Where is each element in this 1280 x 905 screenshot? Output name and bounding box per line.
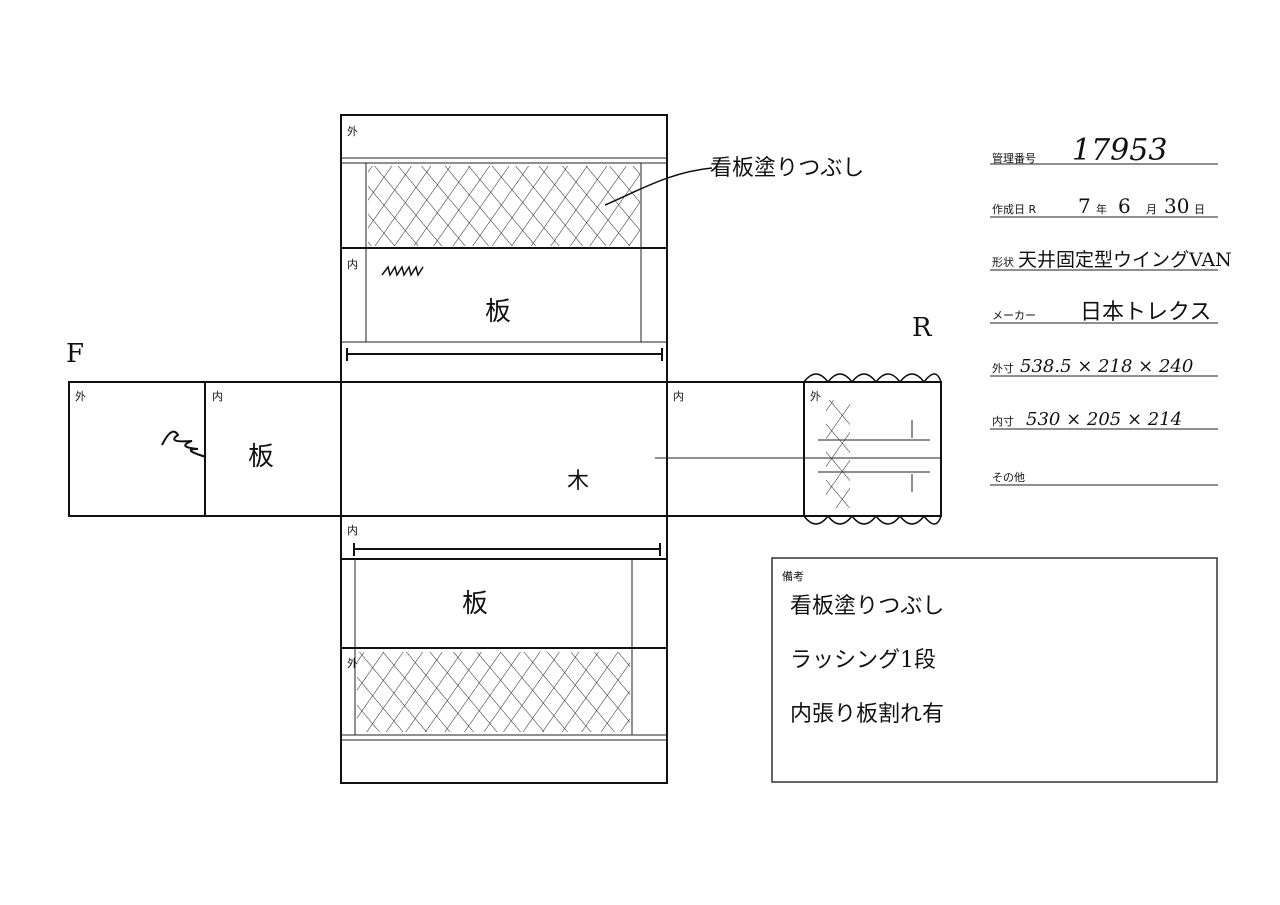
remarks-box: 備考 看板塗りつぶし ラッシング1段 内張り板割れ有: [771, 557, 1218, 783]
outer-dims-value: 538.5 × 218 × 240: [1020, 356, 1193, 377]
left-scribble: [161, 430, 207, 458]
date-day-unit: 日: [1194, 203, 1205, 216]
top-panel: 外 内 板: [340, 114, 668, 383]
bottom-panel: 内 板 外: [340, 515, 668, 784]
rear-door-top-wave: [803, 373, 942, 384]
remarks-line-3: 内張り板割れ有: [790, 702, 944, 727]
callout-text: 看板塗りつぶし: [710, 156, 864, 181]
top-inner-label: 内: [347, 257, 358, 271]
callout-leader: [604, 167, 713, 206]
remarks-line-2: ラッシング1段: [790, 648, 936, 673]
date-day: 30: [1164, 194, 1189, 218]
bottom-inner-label: 内: [347, 523, 358, 537]
date-label: 作成日 R: [992, 203, 1036, 216]
left-outer-label: 外: [75, 390, 86, 403]
bottom-inner-text: 板: [462, 589, 488, 619]
mgmt-value: 17953: [1072, 133, 1167, 168]
left-inner-label: 内: [212, 389, 223, 403]
shape-label: 形状: [992, 255, 1014, 269]
rear-mark: R: [912, 313, 933, 343]
front-mark: F: [66, 339, 84, 369]
left-inner-text: 板: [248, 442, 274, 472]
outer-dims-label: 外寸: [992, 361, 1014, 375]
top-outer-label: 外: [347, 125, 358, 138]
other-label: その他: [992, 471, 1025, 484]
top-inner-text: 板: [485, 297, 511, 327]
bottom-outer-label: 外: [347, 657, 358, 670]
mgmt-label: 管理番号: [992, 151, 1036, 165]
middle-row: 外 内 板 木 内 外: [68, 373, 942, 525]
remarks-label: 備考: [782, 570, 804, 583]
date-year: 7: [1078, 194, 1091, 218]
shape-value: 天井固定型ウイングVAN: [1018, 249, 1232, 271]
right-outer-label: 外: [810, 390, 821, 403]
remarks-line-1: 看板塗りつぶし: [790, 594, 944, 619]
scribble-mark: [381, 265, 424, 277]
center-text: 木: [567, 469, 589, 494]
date-month-unit: 月: [1146, 203, 1157, 216]
inner-dims-label: 内寸: [992, 414, 1014, 428]
date-year-unit: 年: [1096, 202, 1107, 216]
rear-door-bottom-wave: [803, 514, 942, 525]
maker-value: 日本トレクス: [1080, 300, 1211, 325]
right-inner-label: 内: [673, 389, 684, 403]
inner-dims-value: 530 × 205 × 214: [1026, 409, 1182, 430]
info-block: 管理番号 17953 作成日 R 7 年 6 月 30 日 形状 天井固定型ウイ…: [990, 133, 1232, 486]
date-month: 6: [1118, 194, 1131, 218]
maker-label: メーカー: [992, 309, 1036, 322]
